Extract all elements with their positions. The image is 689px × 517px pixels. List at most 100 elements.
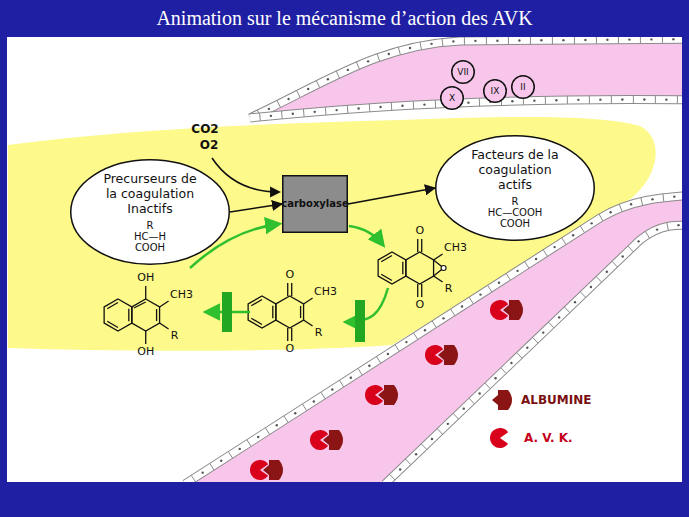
cell-border [442, 38, 444, 46]
cell-nucleus [292, 113, 294, 115]
molecule [248, 283, 312, 341]
vessel-wall [185, 195, 682, 482]
cell-border [325, 107, 327, 115]
node-label: Facteurs de la coagulation actifs [461, 147, 569, 192]
atom-label: CH3 [314, 286, 337, 298]
factor-circle: X [440, 86, 464, 110]
cell-nucleus [516, 270, 518, 272]
cell-nucleus [268, 108, 270, 110]
cell-border [377, 54, 380, 62]
cell-nucleus [478, 392, 480, 394]
avk [250, 460, 268, 480]
node-label: X [449, 93, 455, 104]
cell-border [435, 100, 436, 108]
cell-border [619, 204, 622, 211]
node-border [452, 61, 475, 84]
cell-nucleus [368, 365, 370, 367]
cell-border [533, 337, 539, 343]
upper-vessel [250, 37, 682, 118]
cell-nucleus [239, 448, 241, 450]
cell-border [564, 307, 570, 313]
cell-nucleus [599, 98, 601, 100]
cell-nucleus [533, 99, 535, 101]
cell-border [596, 276, 602, 282]
cell-nucleus [327, 78, 329, 80]
cell-nucleus [409, 47, 411, 49]
cell-nucleus [606, 271, 608, 273]
avk-sample [490, 428, 508, 448]
cell-nucleus [463, 407, 465, 409]
vessel-wall [185, 195, 682, 482]
ring [248, 296, 276, 328]
cell-nucleus [555, 99, 557, 101]
cycle-arrows [190, 158, 388, 342]
bond [304, 298, 313, 304]
cell-border [469, 398, 475, 404]
cell-nucleus [431, 438, 433, 440]
cell-nucleus [677, 224, 679, 226]
bond [434, 276, 443, 282]
cell-nucleus [401, 105, 403, 107]
vessel-wall [250, 100, 682, 118]
double-bond [291, 283, 292, 296]
avk [425, 345, 443, 365]
cell-nucleus [461, 305, 463, 307]
cell-border [358, 368, 362, 375]
cell-border [645, 231, 649, 238]
cell-border [284, 416, 288, 423]
ring [276, 296, 304, 328]
flow-arrow [230, 204, 282, 212]
cell-nucleus [637, 240, 639, 242]
cell-nucleus [347, 69, 349, 71]
legend-text: A. V. K. [524, 431, 573, 445]
cell-nucleus [442, 317, 444, 319]
cell-nucleus [643, 98, 645, 100]
flow-arrow [348, 188, 435, 204]
cell-nucleus [276, 424, 278, 426]
vessel-wall [250, 100, 682, 118]
cell-nucleus [357, 107, 359, 109]
cell-nucleus [540, 39, 542, 41]
formula-line: COOH [500, 218, 530, 229]
block-bar [222, 292, 232, 332]
cell-nucleus [307, 88, 309, 90]
cell-border [655, 96, 656, 104]
cell-border [633, 96, 634, 104]
cell-border [662, 37, 663, 43]
cell-nucleus [447, 423, 449, 425]
cell-nucleus [535, 258, 537, 260]
formula-line: COOH [135, 242, 165, 253]
node-label: IX [491, 86, 500, 97]
ring [378, 252, 406, 284]
bond [145, 286, 146, 299]
cell-border [464, 37, 465, 45]
avk [310, 430, 328, 450]
cell-nucleus [314, 111, 316, 113]
node-border [436, 136, 595, 241]
ring [406, 252, 434, 284]
cell-border [506, 273, 510, 280]
double-bond [107, 321, 118, 327]
formula-line: R [147, 220, 154, 231]
legend-text: ALBUMINE [521, 393, 591, 407]
atom-label: O [415, 299, 424, 311]
cell-nucleus [313, 400, 315, 402]
double-bond [381, 274, 392, 280]
bond [434, 254, 443, 260]
cell-border [479, 98, 480, 106]
double-bond [300, 306, 301, 318]
double-bond [421, 284, 422, 297]
cell-border [599, 214, 603, 221]
cell-border [640, 37, 641, 43]
gas-label: CO2 [191, 123, 218, 136]
cell-nucleus [350, 376, 352, 378]
lower-vessel [185, 195, 682, 482]
atom-label: R [445, 283, 453, 295]
slide-title: Animation sur le mécanisme d’action des … [156, 7, 532, 30]
double-bond [251, 318, 262, 324]
cell-nucleus [399, 468, 401, 470]
cell-nucleus [388, 53, 390, 55]
double-bond [287, 283, 288, 296]
cell-border [552, 37, 553, 44]
